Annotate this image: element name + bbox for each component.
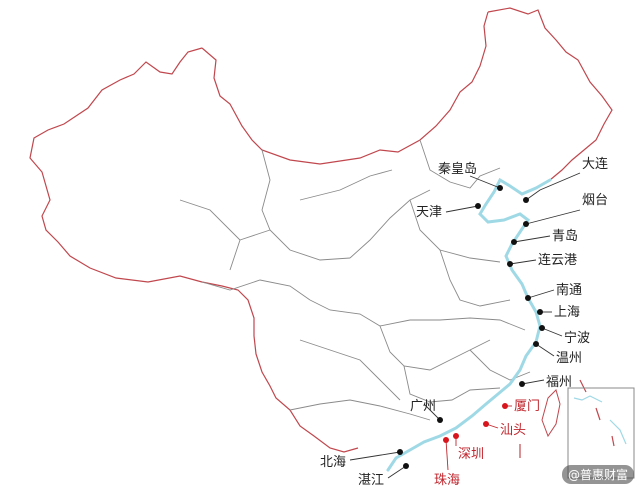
leader-line-fuzhou [521, 379, 545, 385]
leader-line-zhuhai [445, 439, 449, 471]
leader-line-tianjin [445, 205, 479, 213]
city-label-shantou: 汕头 [500, 423, 526, 438]
leader-line-lianyungang [509, 259, 537, 265]
city-dot-beihai [397, 449, 403, 455]
city-dot-fuzhou [519, 381, 525, 387]
city-dot-xiamen [502, 403, 508, 409]
city-label-zhuhai: 珠海 [434, 473, 460, 488]
leader-line-qinhuangdao [469, 175, 501, 189]
city-dot-qingdao [511, 239, 517, 245]
city-label-nantong: 南通 [556, 282, 582, 298]
city-label-shanghai: 上海 [554, 305, 580, 320]
province-boundaries [179, 139, 531, 421]
city-dot-zhanjiang [403, 463, 409, 469]
leader-line-beihai [349, 451, 401, 461]
city-label-xiamen: 厦门 [514, 399, 540, 414]
city-dot-shenzhen [453, 433, 459, 439]
city-dot-yantai [523, 221, 529, 227]
leader-line-ningbo [541, 327, 563, 337]
city-label-guangzhou: 广州 [410, 399, 436, 414]
city-dot-zhuhai [443, 437, 449, 443]
city-label-zhanjiang: 湛江 [358, 473, 384, 488]
city-label-yantai: 烟台 [582, 193, 608, 208]
leader-line-dalian [525, 172, 581, 201]
city-dot-nantong [525, 295, 531, 301]
city-label-dalian: 大连 [582, 156, 608, 172]
city-label-beihai: 北海 [320, 455, 346, 470]
leader-line-yantai [525, 209, 581, 225]
city-label-tianjin: 天津 [416, 205, 442, 220]
city-dot-ningbo [539, 325, 545, 331]
city-label-fuzhou: 福州 [546, 375, 572, 390]
sea-boundary-dashes [519, 379, 615, 458]
city-label-ningbo: 宁波 [564, 330, 590, 346]
coastline [386, 177, 552, 472]
city-label-wenzhou: 温州 [556, 351, 582, 366]
city-dot-shanghai [537, 309, 543, 315]
city-dot-wenzhou [533, 341, 539, 347]
leader-lines [349, 172, 581, 479]
city-dots [397, 185, 545, 469]
city-label-qingdao: 青岛 [552, 228, 578, 244]
leader-line-nantong [527, 289, 555, 299]
leader-line-wenzhou [535, 343, 555, 357]
city-dot-dalian [523, 197, 529, 203]
city-dot-qinhuangdao [497, 185, 503, 191]
city-label-lianyungang: 连云港 [538, 252, 577, 268]
city-label-qinhuangdao: 秦皇岛 [438, 161, 477, 177]
watermark: @普惠财富 [561, 465, 634, 484]
national-border [29, 7, 613, 453]
city-dot-guangzhou [437, 417, 443, 423]
city-dot-shantou [483, 421, 489, 427]
taiwan-outline [541, 389, 561, 438]
leader-line-zhanjiang [387, 465, 407, 479]
city-dot-lianyungang [507, 261, 513, 267]
city-dot-tianjin [475, 203, 481, 209]
city-label-shenzhen: 深圳 [458, 447, 484, 462]
inset-map-lines [573, 395, 627, 445]
leader-line-qingdao [513, 235, 551, 243]
leader-line-guangzhou [423, 403, 441, 421]
